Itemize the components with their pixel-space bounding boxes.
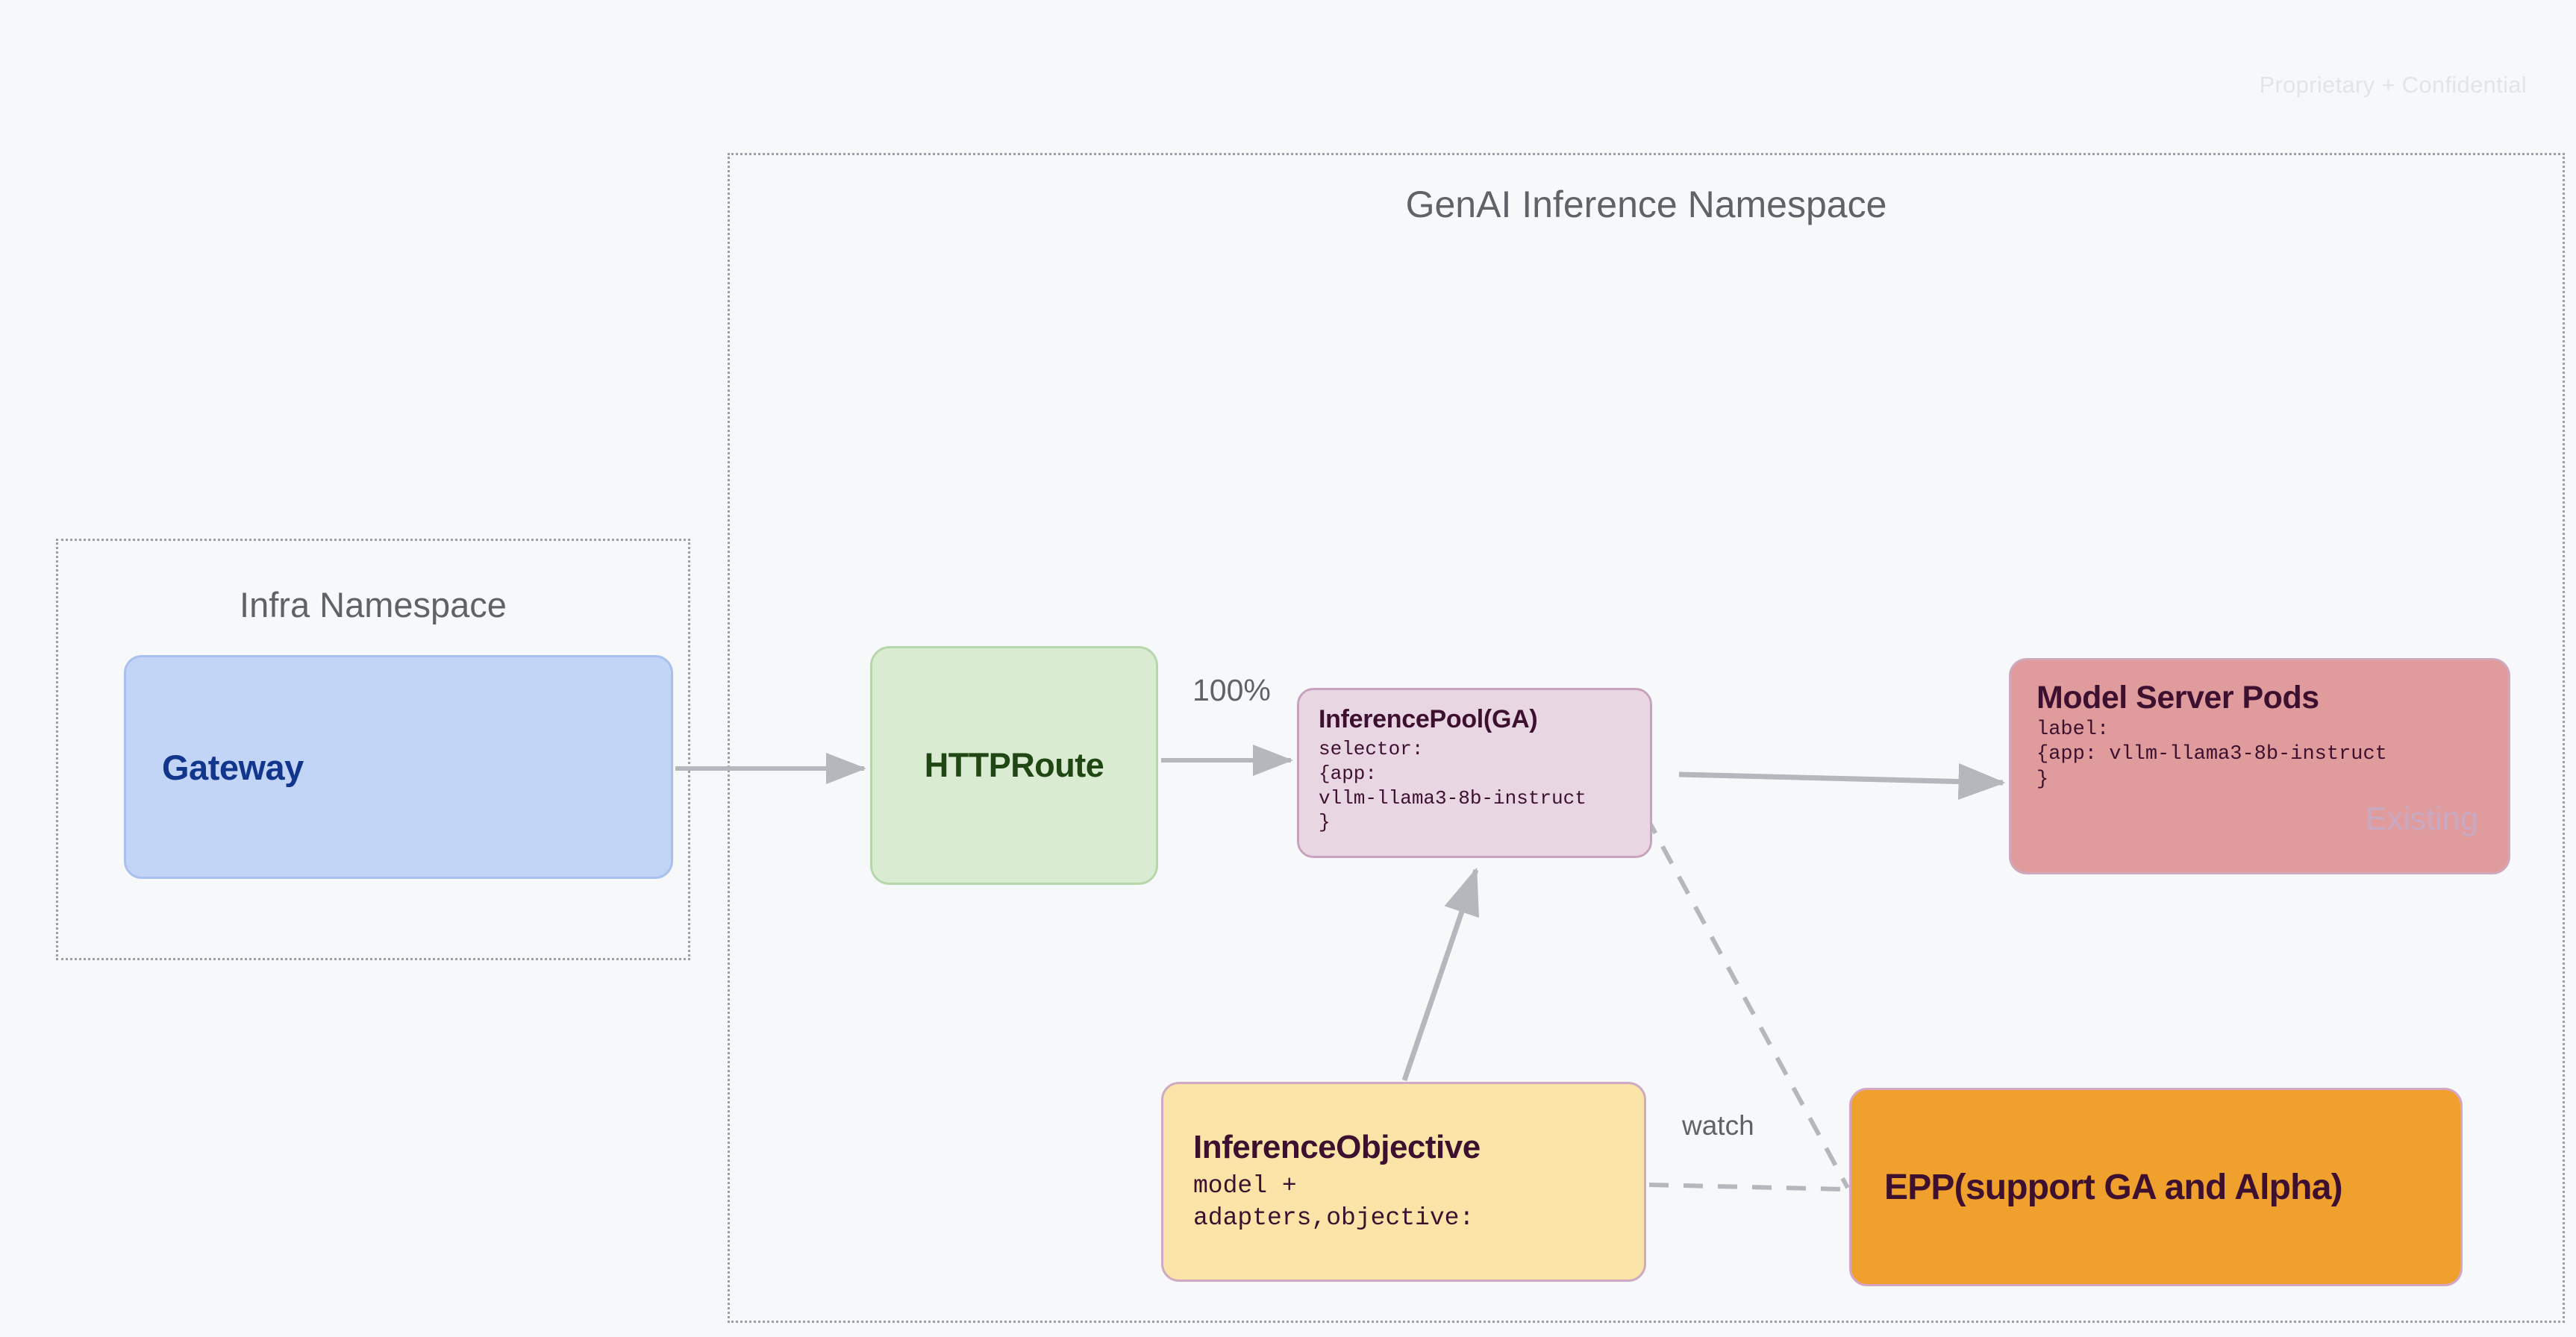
namespace-genai-inference-title: GenAI Inference Namespace bbox=[1405, 184, 1887, 225]
node-inferencepool-spec: selector: {app: vllm-llama3-8b-instruct … bbox=[1319, 738, 1586, 834]
node-epp-title: EPP(support GA and Alpha) bbox=[1884, 1167, 2343, 1207]
node-httproute-title: HTTPRoute bbox=[924, 746, 1104, 784]
node-model-server-pods-title: Model Server Pods bbox=[2036, 680, 2319, 716]
node-gateway[interactable]: Gateway bbox=[124, 655, 673, 879]
node-inferencepool-title: InferencePool(GA) bbox=[1319, 705, 1538, 733]
node-inferencepool[interactable]: InferencePool(GA) selector: {app: vllm-l… bbox=[1297, 688, 1652, 858]
node-model-server-pods[interactable]: Model Server Pods label: {app: vllm-llam… bbox=[2009, 658, 2510, 874]
node-epp[interactable]: EPP(support GA and Alpha) bbox=[1849, 1088, 2463, 1286]
namespace-infra-title: Infra Namespace bbox=[240, 585, 507, 624]
edge-label-traffic-weight: 100% bbox=[1192, 673, 1271, 707]
node-gateway-title: Gateway bbox=[162, 747, 304, 787]
edge-label-watch: watch bbox=[1682, 1110, 1754, 1141]
node-inferenceobjective-spec: model + adapters,objective: bbox=[1193, 1172, 1475, 1232]
node-model-server-pods-spec: label: {app: vllm-llama3-8b-instruct } bbox=[2036, 718, 2387, 791]
namespace-genai-inference: GenAI Inference Namespace bbox=[728, 153, 2565, 1323]
confidential-notice: Proprietary + Confidential bbox=[2259, 72, 2527, 98]
node-inferenceobjective[interactable]: InferenceObjective model + adapters,obje… bbox=[1161, 1082, 1646, 1282]
node-httproute[interactable]: HTTPRoute bbox=[870, 646, 1158, 885]
existing-stamp: Existing bbox=[2365, 801, 2478, 837]
namespace-infra: Infra Namespace bbox=[56, 539, 690, 960]
node-inferenceobjective-title: InferenceObjective bbox=[1193, 1129, 1481, 1166]
